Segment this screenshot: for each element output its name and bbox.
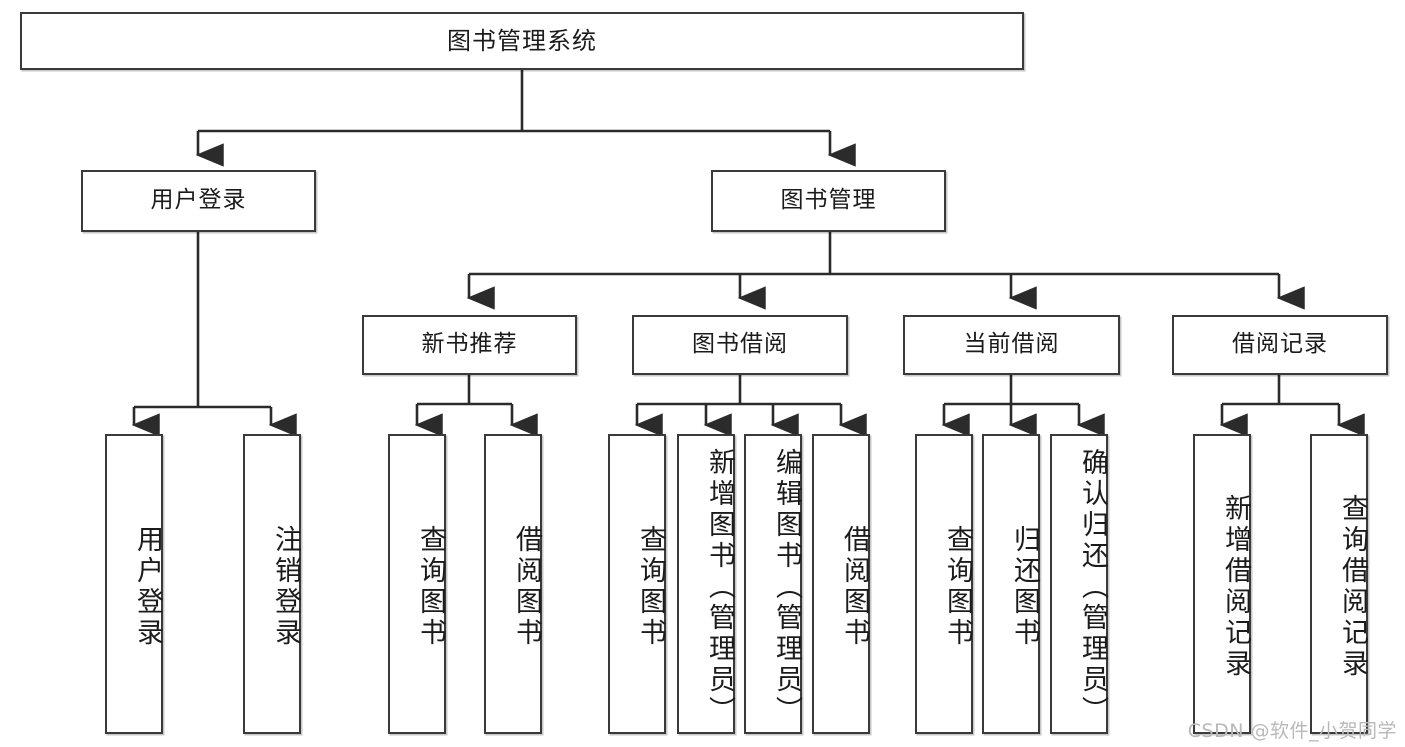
- node-leaf-query-book-1-label: 查询图书: [415, 525, 446, 649]
- node-leaf-query-book-2[interactable]: 查询图书: [608, 434, 666, 734]
- node-leaf-add-book[interactable]: 新增图书（管理员）: [677, 434, 735, 734]
- node-leaf-query-book-3-label: 查询图书: [942, 525, 973, 649]
- node-leaf-query-record[interactable]: 查询借阅记录: [1310, 434, 1368, 734]
- node-root-label: 图书管理系统: [447, 26, 597, 55]
- node-leaf-edit-book-label: 编辑图书（管理员）: [771, 447, 802, 727]
- node-leaf-logout-label: 注销登录: [270, 525, 301, 649]
- node-leaf-borrow-book-2-label: 借阅图书: [839, 525, 870, 649]
- node-borrow-record[interactable]: 借阅记录: [1172, 315, 1388, 375]
- node-leaf-user-login[interactable]: 用户登录: [105, 434, 163, 734]
- node-leaf-return-book-label: 归还图书: [1009, 525, 1040, 649]
- node-current-borrow[interactable]: 当前借阅: [903, 315, 1120, 375]
- node-leaf-query-book-3[interactable]: 查询图书: [915, 434, 973, 734]
- node-leaf-user-login-label: 用户登录: [132, 525, 163, 649]
- node-leaf-query-book-2-label: 查询图书: [635, 525, 666, 649]
- node-current-borrow-label: 当前借阅: [963, 331, 1060, 358]
- node-leaf-confirm-return-label: 确认归还（管理员）: [1077, 447, 1108, 727]
- node-book-borrow-label: 图书借阅: [692, 331, 788, 358]
- node-leaf-borrow-book-1[interactable]: 借阅图书: [484, 434, 542, 734]
- node-leaf-confirm-return[interactable]: 确认归还（管理员）: [1050, 434, 1108, 734]
- node-new-book-rec-label: 新书推荐: [421, 331, 518, 358]
- node-book-manage-label: 图书管理: [780, 187, 877, 214]
- node-leaf-add-book-label: 新增图书（管理员）: [704, 447, 735, 727]
- node-leaf-edit-book[interactable]: 编辑图书（管理员）: [744, 434, 802, 734]
- node-new-book-rec[interactable]: 新书推荐: [362, 315, 577, 375]
- node-leaf-logout[interactable]: 注销登录: [243, 434, 301, 734]
- node-user-login[interactable]: 用户登录: [81, 170, 316, 232]
- node-leaf-query-record-label: 查询借阅记录: [1337, 494, 1368, 680]
- node-leaf-add-record-label: 新增借阅记录: [1220, 494, 1251, 680]
- node-leaf-add-record[interactable]: 新增借阅记录: [1193, 434, 1251, 734]
- node-user-login-label: 用户登录: [150, 187, 247, 214]
- node-leaf-borrow-book-2[interactable]: 借阅图书: [812, 434, 870, 734]
- node-book-manage[interactable]: 图书管理: [711, 170, 946, 232]
- node-leaf-return-book[interactable]: 归还图书: [982, 434, 1040, 734]
- node-borrow-record-label: 借阅记录: [1232, 331, 1328, 358]
- node-root[interactable]: 图书管理系统: [20, 12, 1024, 70]
- node-leaf-borrow-book-1-label: 借阅图书: [511, 525, 542, 649]
- node-leaf-query-book-1[interactable]: 查询图书: [388, 434, 446, 734]
- watermark: CSDN @软件_小贺同学: [1187, 720, 1397, 742]
- node-book-borrow[interactable]: 图书借阅: [632, 315, 848, 375]
